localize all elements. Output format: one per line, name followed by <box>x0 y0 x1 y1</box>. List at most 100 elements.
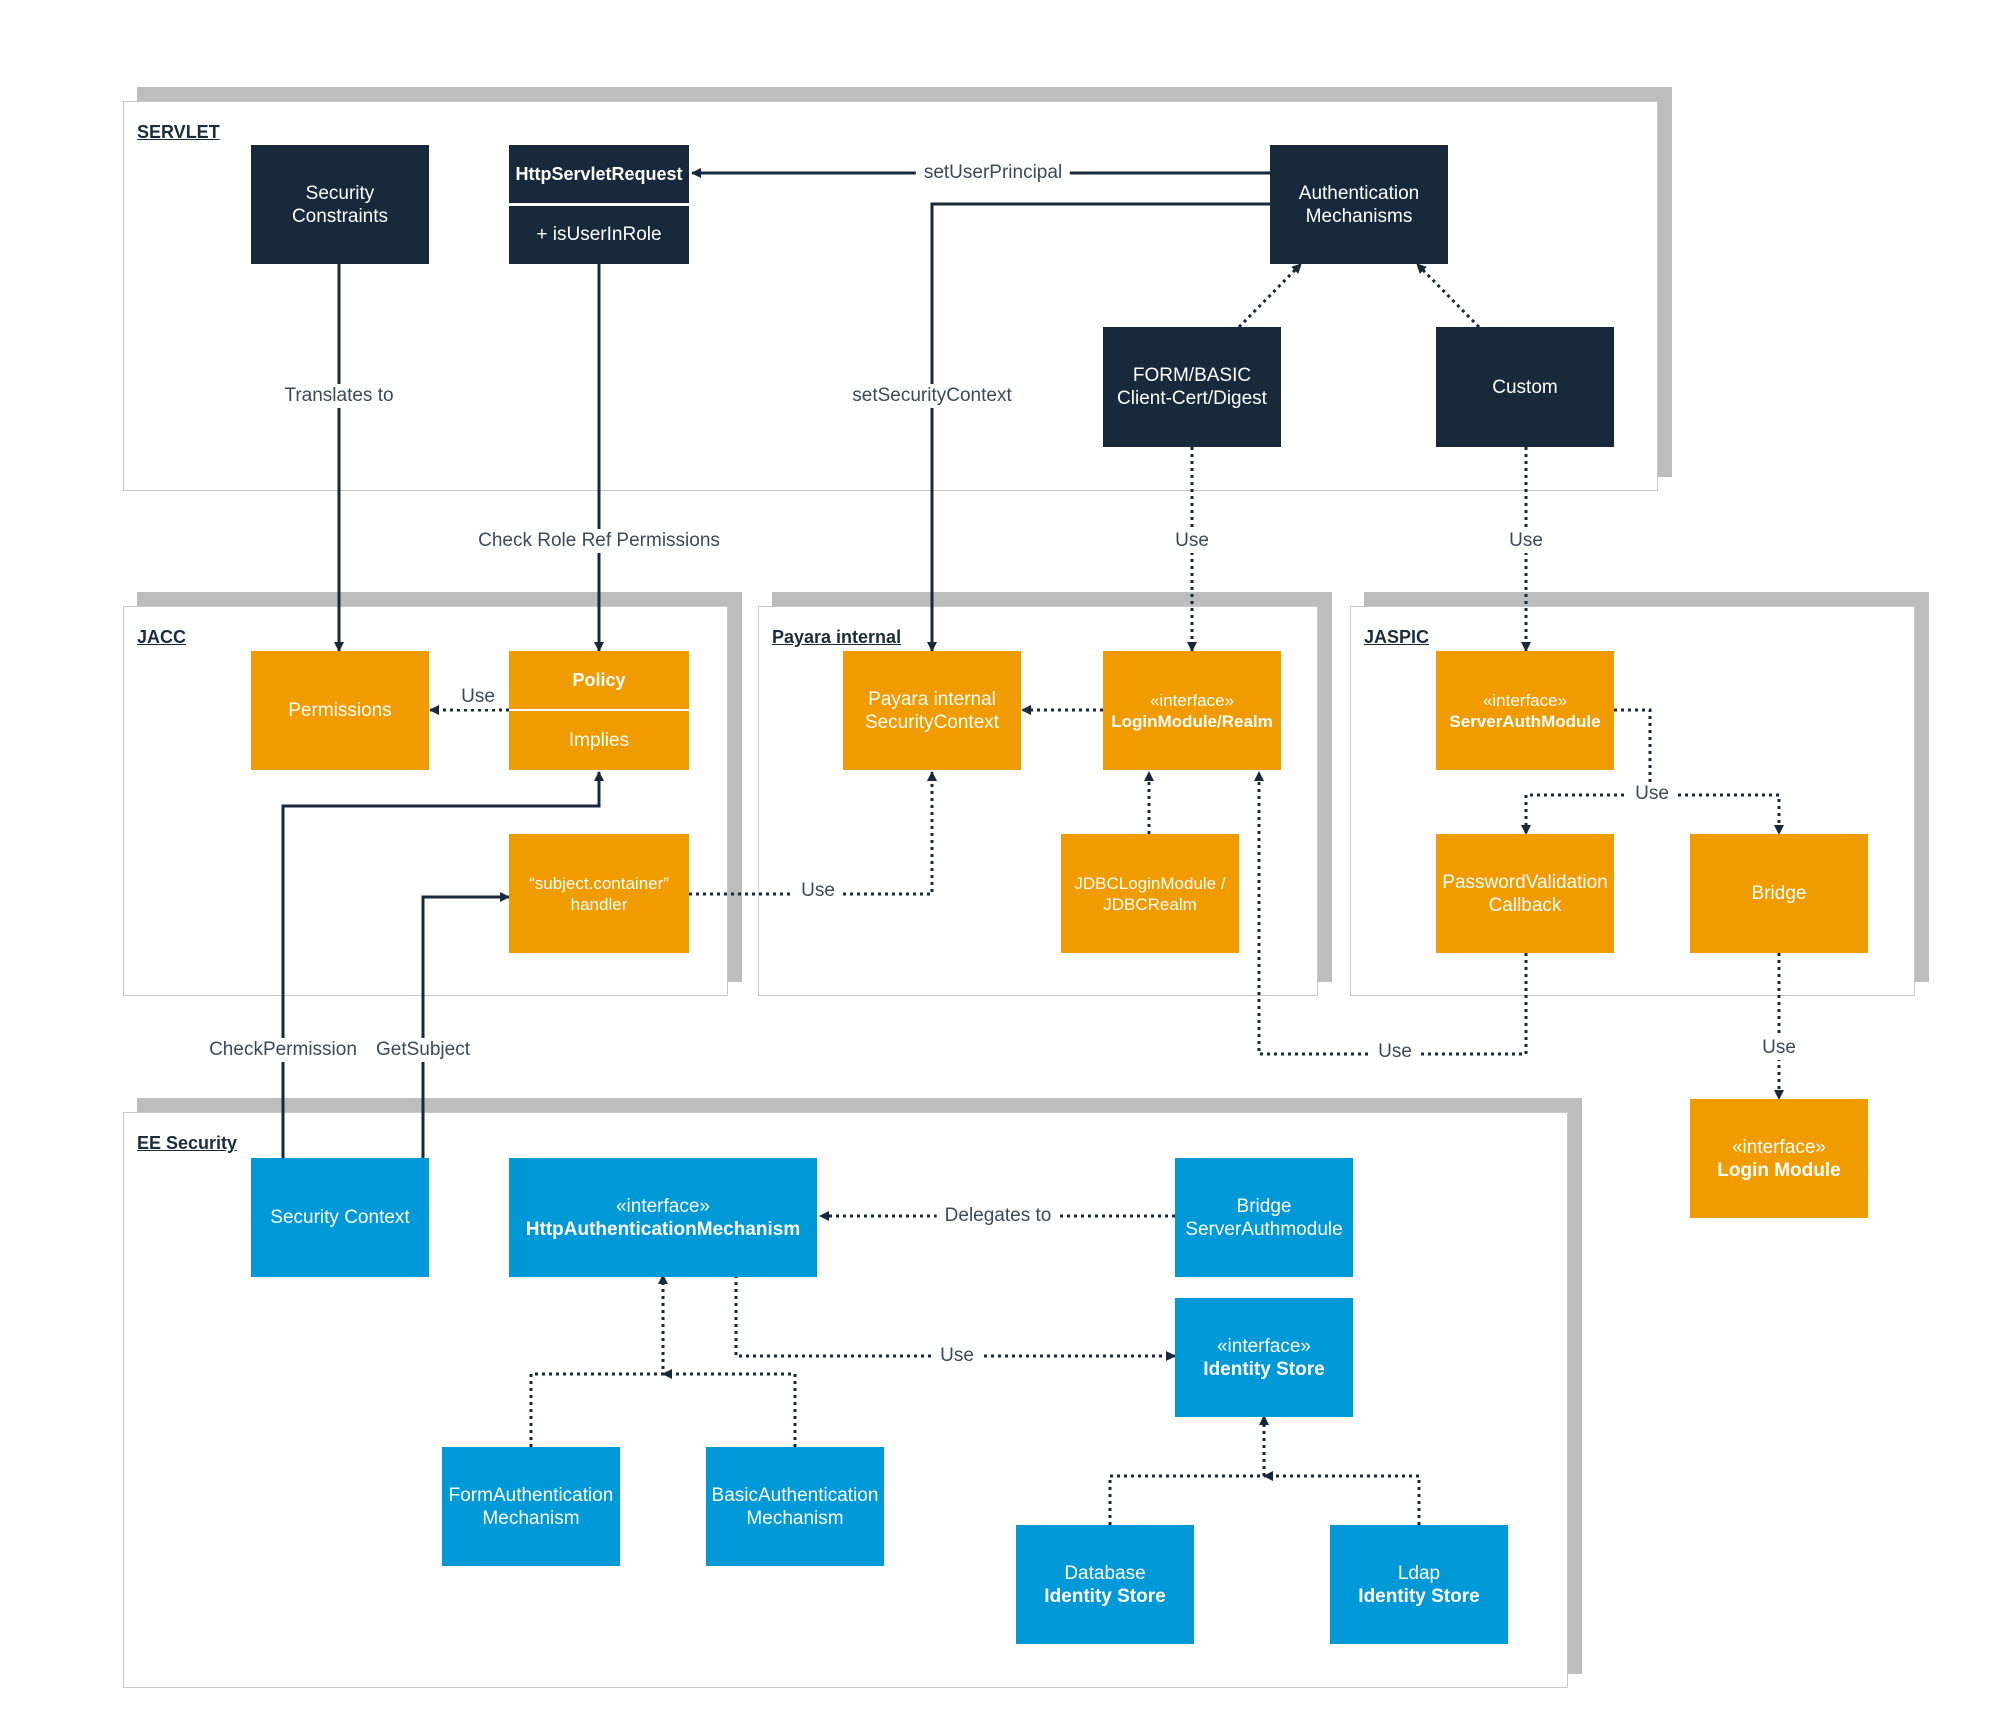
security-context-text: Security Context <box>270 1207 410 1228</box>
form-auth-line2: Mechanism <box>482 1507 580 1529</box>
jdbc-login-line2: JDBCRealm <box>1103 894 1197 914</box>
implies-text: Implies <box>568 729 630 751</box>
edge-check-permission <box>281 771 604 1158</box>
login-module-realm-stereotype: «interface» <box>1149 690 1235 710</box>
servlet-panel-title: SERVLET <box>137 122 220 142</box>
edge-http-auth-use <box>734 1275 1176 1361</box>
edge-form-basic-to-auth <box>1237 262 1303 329</box>
jaspic-panel-title: JASPIC <box>1364 627 1430 647</box>
database-store-line2: Identity Store <box>1044 1585 1166 1607</box>
jdbc-login-line1: JDBCLoginModule / <box>1074 873 1226 893</box>
edge-set-security-context <box>927 202 1270 652</box>
label-http-auth-use: Use <box>932 1344 982 1368</box>
policy-title: Policy <box>572 669 626 690</box>
payara-panel-title: Payara internal <box>772 627 902 647</box>
label-get-subject: GetSubject <box>374 1038 472 1062</box>
custom-box[interactable]: Custom <box>1436 327 1614 447</box>
label-custom-use: Use <box>1501 529 1551 553</box>
bridge-sam-line2: ServerAuthmodule <box>1185 1218 1343 1240</box>
ee-security-panel-title: EE Security <box>137 1133 238 1153</box>
edge-password-use <box>1254 771 1528 1056</box>
server-auth-module-stereotype: «interface» <box>1482 690 1568 710</box>
basic-auth-line1: BasicAuthentication <box>711 1484 879 1506</box>
http-servlet-request-title: HttpServletRequest <box>515 163 683 184</box>
identity-store-stereotype: «interface» <box>1216 1335 1311 1357</box>
label-set-user-principal: setUserPrincipal <box>915 161 1071 185</box>
permissions-box[interactable]: Permissions <box>251 651 429 770</box>
permissions-text: Permissions <box>288 700 392 721</box>
label-translates-to: Translates to <box>276 384 402 408</box>
identity-store-box[interactable]: «interface» Identity Store <box>1175 1298 1353 1417</box>
login-module-box[interactable]: «interface» Login Module <box>1690 1099 1868 1218</box>
edge-handler-use <box>689 771 937 896</box>
basic-authentication-mechanism-box[interactable]: BasicAuthentication Mechanism <box>706 1447 884 1566</box>
security-constraints-line1: Security <box>305 182 375 204</box>
label-delegates-to: Delegates to <box>936 1204 1060 1228</box>
server-auth-module-name: ServerAuthModule <box>1449 711 1601 731</box>
login-module-realm-box[interactable]: «interface» LoginModule/Realm <box>1103 651 1281 770</box>
password-validation-callback-box[interactable]: PasswordValidation Callback <box>1436 834 1614 953</box>
http-auth-stereotype: «interface» <box>615 1195 710 1217</box>
label-form-basic-use: Use <box>1167 529 1217 553</box>
bridge-server-authmodule-box[interactable]: Bridge ServerAuthmodule <box>1175 1158 1353 1277</box>
label-set-security-context: setSecurityContext <box>844 384 1020 408</box>
authentication-mechanisms-box[interactable]: Authentication Mechanisms <box>1270 145 1448 264</box>
form-basic-box[interactable]: FORM/BASIC Client-Cert/Digest <box>1103 327 1281 447</box>
payara-security-context-box[interactable]: Payara internal SecurityContext <box>843 651 1021 770</box>
policy-implies[interactable]: Implies <box>509 711 689 770</box>
security-constraints-box[interactable]: Security Constraints <box>251 145 429 264</box>
subject-handler-line1: “subject.container” <box>529 873 669 893</box>
edge-form-auth-to-http <box>529 1274 668 1447</box>
ldap-store-line1: Ldap <box>1397 1562 1441 1584</box>
authentication-mechanisms-line2: Mechanisms <box>1305 205 1413 227</box>
security-context-box[interactable]: Security Context <box>251 1158 429 1277</box>
label-bridge-use: Use <box>1754 1036 1804 1060</box>
label-check-role-ref: Check Role Ref Permissions <box>470 529 728 553</box>
subject-handler-line2: handler <box>570 894 628 914</box>
login-module-name: Login Module <box>1717 1159 1841 1181</box>
label-check-permission: CheckPermission <box>207 1038 359 1062</box>
label-policy-use: Use <box>457 685 499 709</box>
label-password-use: Use <box>1370 1040 1420 1064</box>
login-module-realm-name: LoginModule/Realm <box>1111 711 1273 731</box>
edge-sam-to-bridge <box>1650 793 1784 835</box>
http-auth-name: HttpAuthenticationMechanism <box>525 1218 801 1240</box>
jacc-panel-title: JACC <box>137 627 187 647</box>
form-basic-line2: Client-Cert/Digest <box>1117 388 1267 409</box>
basic-auth-line2: Mechanism <box>746 1507 844 1529</box>
http-authentication-mechanism-box[interactable]: «interface» HttpAuthenticationMechanism <box>509 1158 817 1277</box>
subject-container-handler-box[interactable]: “subject.container” handler <box>509 834 689 953</box>
custom-text: Custom <box>1492 376 1558 398</box>
http-servlet-request-box[interactable]: HttpServletRequest <box>509 145 689 203</box>
identity-store-name: Identity Store <box>1203 1358 1325 1380</box>
authentication-mechanisms-line1: Authentication <box>1298 182 1420 204</box>
bridge-sam-line1: Bridge <box>1236 1195 1292 1217</box>
edge-basic-auth-to-http <box>662 1369 797 1447</box>
form-authentication-mechanism-box[interactable]: FormAuthentication Mechanism <box>442 1447 620 1566</box>
http-servlet-request-method[interactable]: + isUserInRole <box>509 206 689 264</box>
payara-security-context-line2: SecurityContext <box>864 711 1000 733</box>
edge-ldap-to-store <box>1263 1471 1421 1525</box>
form-basic-line1: FORM/BASIC <box>1132 365 1252 386</box>
jdbc-login-module-box[interactable]: JDBCLoginModule / JDBCRealm <box>1061 834 1239 953</box>
bridge-text: Bridge <box>1751 883 1807 904</box>
is-user-in-role-text: + isUserInRole <box>536 224 662 245</box>
ldap-identity-store-box[interactable]: Ldap Identity Store <box>1330 1525 1508 1644</box>
bridge-box[interactable]: Bridge <box>1690 834 1868 953</box>
edge-get-subject <box>421 892 510 1158</box>
security-constraints-line2: Constraints <box>291 205 389 227</box>
edge-custom-to-auth <box>1415 262 1481 329</box>
edge-database-to-store <box>1108 1415 1269 1525</box>
label-handler-use: Use <box>793 879 843 903</box>
password-callback-line1: PasswordValidation <box>1442 871 1608 893</box>
form-auth-line1: FormAuthentication <box>448 1484 614 1506</box>
login-module-stereotype: «interface» <box>1731 1136 1826 1158</box>
payara-security-context-line1: Payara internal <box>868 688 996 710</box>
database-store-line1: Database <box>1064 1562 1146 1584</box>
password-callback-line2: Callback <box>1488 894 1562 916</box>
label-sam-use: Use <box>1627 782 1677 806</box>
policy-box[interactable]: Policy <box>509 651 689 709</box>
ldap-store-line2: Identity Store <box>1358 1585 1480 1607</box>
database-identity-store-box[interactable]: Database Identity Store <box>1016 1525 1194 1644</box>
server-auth-module-box[interactable]: «interface» ServerAuthModule <box>1436 651 1614 770</box>
